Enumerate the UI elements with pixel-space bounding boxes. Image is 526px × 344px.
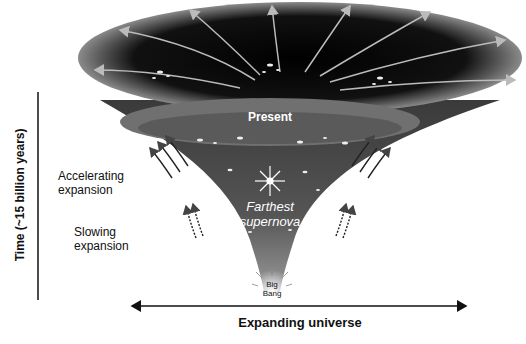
big-bang-label: Big Bang <box>258 280 286 298</box>
supernova-label: Farthest supernova <box>225 200 315 230</box>
expanding-label: Expanding universe <box>190 316 410 331</box>
funnel <box>100 100 500 292</box>
big-bang-burst <box>250 270 294 314</box>
present-label: Present <box>225 111 315 125</box>
time-axis <box>37 92 39 300</box>
present-band <box>120 98 420 146</box>
accelerating-label: Accelerating expansion <box>58 170 148 198</box>
supernova-star <box>255 166 285 196</box>
present-sky <box>78 2 522 114</box>
galaxies <box>152 64 392 234</box>
expansion-axis <box>132 305 466 307</box>
accelerating-arrows <box>150 136 390 178</box>
time-label: Time (~15 billion years) <box>13 129 27 262</box>
expansion-arrows <box>95 6 515 90</box>
slowing-label: Slowing expansion <box>74 226 144 254</box>
